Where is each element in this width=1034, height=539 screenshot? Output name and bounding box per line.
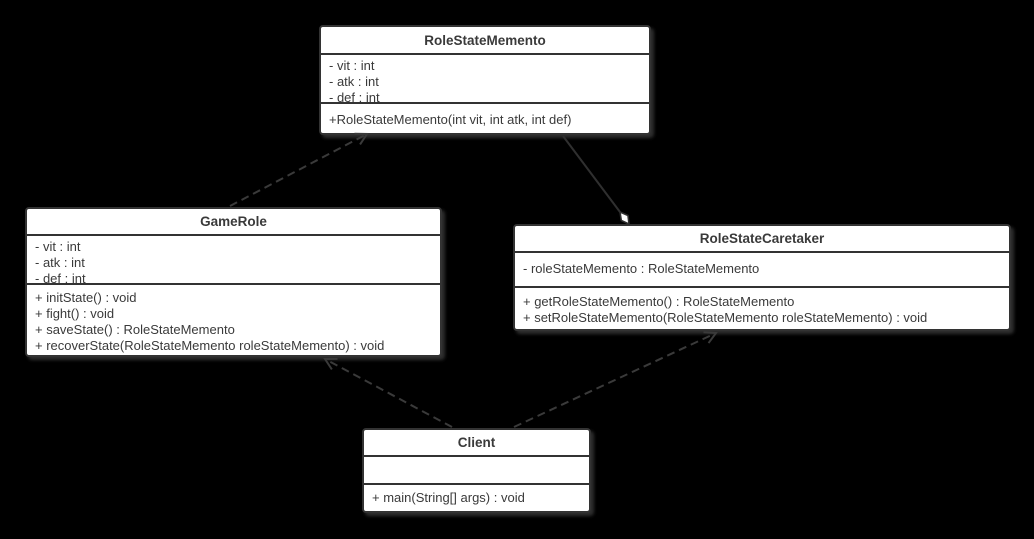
dependency-arrow-client-to-rolestatecaretaker <box>513 331 718 428</box>
method: + fight() : void <box>35 306 115 321</box>
method: +RoleStateMemento(int vit, int atk, int … <box>329 112 572 127</box>
method: + main(String[] args) : void <box>372 490 525 505</box>
class-name-client: Client <box>364 430 589 457</box>
attribute: - atk : int <box>329 74 379 89</box>
method: + initState() : void <box>35 290 137 305</box>
dependency-arrow-client-to-gamerole <box>323 357 453 428</box>
method: + recoverState(RoleStateMemento roleStat… <box>35 338 385 353</box>
aggregation-line-rolestatememento-to-rolestatecaretaker <box>562 135 621 213</box>
class-rolestatecaretaker[interactable]: RoleStateCaretaker - roleStateMemento : … <box>513 224 1011 331</box>
attribute: - atk : int <box>35 255 85 270</box>
aggregation-diamond-icon <box>618 210 630 226</box>
attribute: - vit : int <box>35 239 81 254</box>
attributes-compartment: - vit : int - atk : int - def : int <box>27 236 440 285</box>
attributes-compartment-empty <box>364 457 589 485</box>
methods-compartment: + initState() : void + fight() : void + … <box>27 285 440 355</box>
method: + setRoleStateMemento(RoleStateMemento r… <box>523 310 928 325</box>
class-client[interactable]: Client + main(String[] args) : void <box>362 428 591 513</box>
class-name-rolestatecaretaker: RoleStateCaretaker <box>515 226 1009 253</box>
attribute: - vit : int <box>329 58 375 73</box>
attributes-compartment: - vit : int - atk : int - def : int <box>321 55 649 104</box>
dependency-arrow-gamerole-to-rolestatememento <box>229 132 369 207</box>
attribute: - def : int <box>329 90 380 104</box>
class-gamerole[interactable]: GameRole - vit : int - atk : int - def :… <box>25 207 442 357</box>
class-name-rolestatememento: RoleStateMemento <box>321 27 649 55</box>
class-rolestatememento[interactable]: RoleStateMemento - vit : int - atk : int… <box>319 25 651 135</box>
method: + saveState() : RoleStateMemento <box>35 322 235 337</box>
attribute: - roleStateMemento : RoleStateMemento <box>523 261 760 276</box>
methods-compartment: + getRoleStateMemento() : RoleStateMemen… <box>515 288 1009 329</box>
attribute: - def : int <box>35 271 86 285</box>
class-name-gamerole: GameRole <box>27 209 440 236</box>
attributes-compartment: - roleStateMemento : RoleStateMemento <box>515 253 1009 288</box>
methods-compartment: + main(String[] args) : void <box>364 485 589 511</box>
methods-compartment: +RoleStateMemento(int vit, int atk, int … <box>321 104 649 133</box>
method: + getRoleStateMemento() : RoleStateMemen… <box>523 294 795 309</box>
